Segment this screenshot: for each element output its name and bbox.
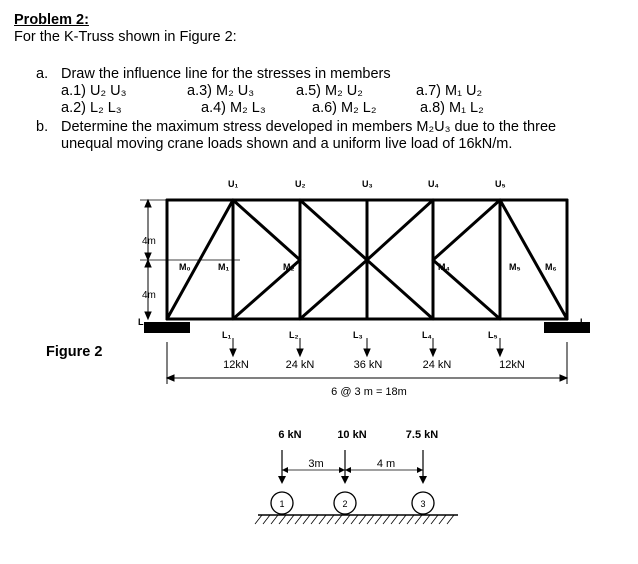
crane-load-1: 6 kN (278, 429, 301, 441)
k-diag-2 (231, 258, 302, 321)
figure-label: Figure 2 (46, 344, 103, 360)
panel-load-arrows (229, 338, 504, 358)
node-l5: L₅ (488, 330, 498, 340)
span-label: 6 @ 3 m = 18m (331, 386, 407, 398)
k-diag-7 (431, 198, 502, 262)
k-diag-5 (365, 198, 435, 262)
height-lower: 4m (142, 290, 156, 301)
item-a4: a.4) M₂ L₃ (201, 100, 266, 116)
end-diagonal-left (165, 198, 235, 321)
node-u3: U₃ (362, 179, 373, 189)
end-diagonal-right (498, 198, 569, 321)
height-upper: 4m (142, 236, 156, 247)
load-l5: 12kN (499, 359, 525, 371)
node-u5: U₅ (495, 179, 506, 189)
problem-intro: For the K-Truss shown in Figure 2: (14, 29, 237, 45)
crane-loads: 6 kN 10 kN 7.5 kN 3m 4 m (254, 429, 458, 525)
node-m5: M₅ (509, 262, 521, 272)
load-l2: 24 kN (286, 359, 315, 371)
item-a7: a.7) M₁ U₂ (416, 83, 483, 99)
item-a1: a.1) U₂ U₃ (61, 83, 127, 99)
problem-title: Problem 2: (14, 12, 89, 28)
node-u1: U₁ (228, 179, 238, 189)
node-labels: U₁ U₂ U₃ U₄ U₅ M₀ M₁ M₂ M₄ M₅ M₆ L₀ L₁ L… (138, 179, 590, 340)
crane-wheel-2 (333, 491, 357, 515)
support-left (144, 322, 190, 333)
wheel-label-2: 2 (342, 499, 347, 509)
load-l3: 36 kN (354, 359, 383, 371)
node-l2: L₂ (289, 330, 299, 340)
node-l1: L₁ (222, 330, 231, 340)
wheel-label-3: 3 (420, 499, 425, 509)
crane-spacing-1: 3m (308, 458, 323, 470)
node-m2: M₂ (283, 262, 295, 272)
load-l1: 12kN (223, 359, 249, 371)
panel-load-labels: 12kN 24 kN 36 kN 24 kN 12kN 6 @ 3 m = 18… (223, 359, 525, 398)
node-l0: L₀ (138, 317, 148, 327)
node-l3: L₃ (353, 330, 363, 340)
item-a6: a.6) M₂ L₂ (312, 100, 377, 116)
item-a8: a.8) M₁ L₂ (420, 100, 484, 116)
k-diag-3 (298, 198, 369, 262)
item-a2: a.2) L₂ L₃ (61, 100, 122, 116)
span-dimension (165, 342, 569, 384)
wheel-label-1: 1 (279, 499, 284, 509)
node-m4: M₄ (438, 262, 450, 272)
crane-wheel-1 (270, 491, 294, 515)
crane-wheel-3 (411, 491, 435, 515)
crane-load-2: 10 kN (337, 429, 366, 441)
node-u2: U₂ (295, 179, 306, 189)
part-a-text: Draw the influence line for the stresses… (61, 66, 391, 82)
crane-load-3: 7.5 kN (406, 429, 438, 441)
item-a5: a.5) M₂ U₂ (296, 83, 363, 99)
node-m1: M₁ (218, 262, 229, 272)
load-l4: 24 kN (423, 359, 452, 371)
node-m0: M₀ (179, 262, 191, 272)
node-l6: L₆ (580, 317, 590, 327)
k-diag-8 (431, 258, 502, 321)
part-b-marker: b. (36, 119, 49, 135)
truss-members (165, 198, 569, 321)
support-right (544, 322, 590, 333)
part-a-marker: a. (36, 66, 49, 82)
k-diag-1 (231, 198, 302, 262)
height-labels: 4m 4m (142, 236, 156, 301)
height-dimension (140, 198, 240, 321)
crane-spacing-2: 4 m (377, 458, 395, 470)
node-l4: L₄ (422, 330, 432, 340)
item-a3: a.3) M₂ U₃ (187, 83, 255, 99)
part-b-line1: Determine the maximum stress developed i… (61, 119, 557, 135)
k-diag-4 (298, 258, 369, 321)
part-b-line2: unequal moving crane loads shown and a u… (61, 136, 513, 152)
rail-hatching (254, 514, 455, 525)
node-u4: U₄ (428, 179, 439, 189)
k-diag-6 (365, 258, 435, 321)
node-m6: M₆ (545, 262, 557, 272)
